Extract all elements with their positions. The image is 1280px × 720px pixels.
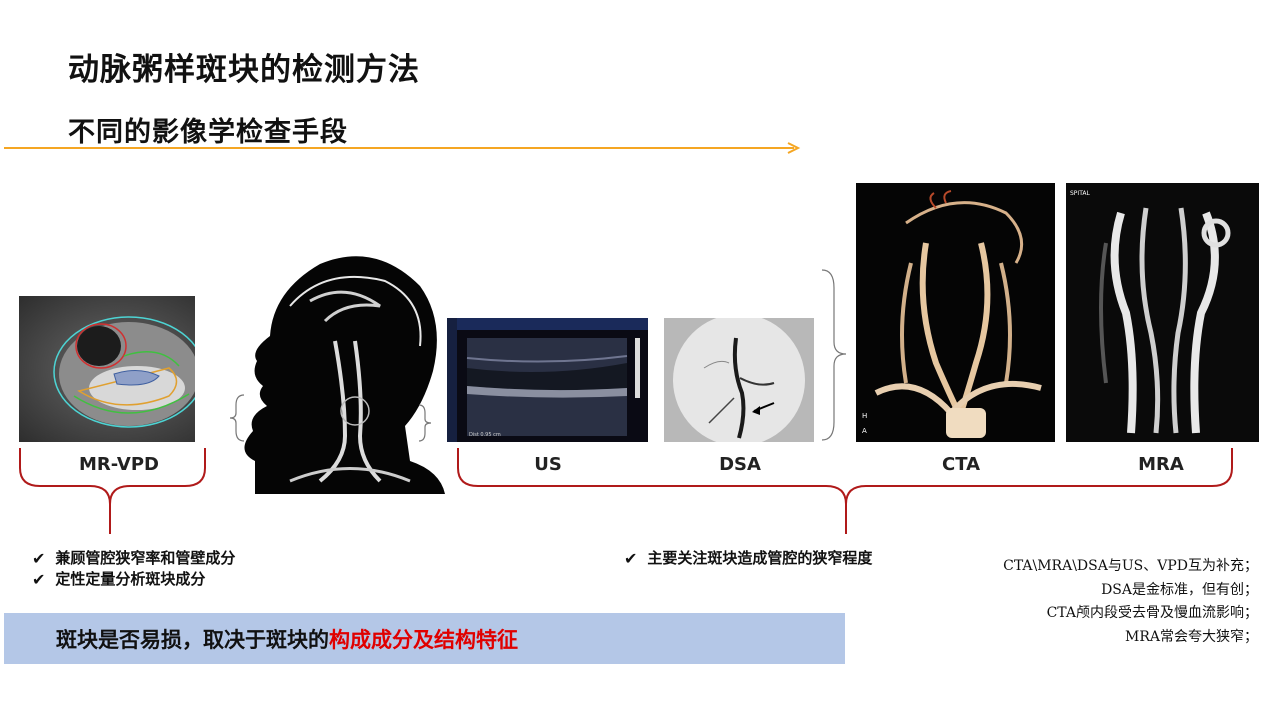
conclusion-banner: 斑块是否易损，取决于斑块的构成成分及结构特征 [4,613,845,664]
mr-vpd-image [19,296,217,442]
check-icon: ✔ [32,570,46,589]
right-bullet: ✔ 主要关注斑块造成管腔的狭窄程度 [624,548,872,569]
page-title: 动脉粥样斑块的检测方法 [68,52,420,88]
svg-text:SPITAL: SPITAL [1070,190,1091,197]
banner-text: 斑块是否易损，取决于斑块的构成成分及结构特征 [56,628,518,652]
dsa-image [664,318,814,442]
banner-highlight: 构成成分及结构特征 [329,628,518,652]
note-line: MRA常会夸大狭窄； [1125,628,1258,645]
note-line: CTA颅内段受去骨及慢血流影响； [1046,605,1258,621]
notes-block: CTA\MRA\DSA与US、VPD互为补充； DSA是金标准，但有创； CTA… [1003,555,1258,649]
mra-image: SPITAL [1066,183,1259,442]
check-icon: ✔ [32,549,46,568]
brace-large [821,269,847,441]
caption-mra: MRA [1138,454,1184,475]
cta-image: H A [856,183,1055,442]
note-line: CTA\MRA\DSA与US、VPD互为补充； [1003,558,1258,574]
head-silhouette-image [195,246,445,494]
svg-text:Dist 0.95 cm: Dist 0.95 cm [469,432,501,438]
caption-mr-vpd: MR-VPD [79,454,159,475]
caption-cta: CTA [941,454,981,475]
check-icon: ✔ [624,549,638,568]
svg-text:A: A [862,427,867,435]
caption-dsa: DSA [719,454,761,475]
brace-left-small [229,394,245,442]
list-item: ✔ 定性定量分析斑块成分 [32,570,206,589]
divider-arrow [4,142,801,154]
left-bullet-list: ✔ 兼顾管腔狭窄率和管壁成分 ✔ 定性定量分析斑块成分 [32,548,235,590]
brace-right-small [418,404,432,442]
caption-us: US [534,454,562,475]
note-line: DSA是金标准，但有创； [1101,581,1258,598]
svg-text:H: H [862,412,867,420]
page-subtitle: 不同的影像学检查手段 [68,117,348,148]
us-image: Dist 0.95 cm [447,318,648,442]
grouping-brackets [19,448,1233,534]
list-item: ✔ 兼顾管腔狭窄率和管壁成分 [32,549,236,568]
list-item: ✔ 主要关注斑块造成管腔的狭窄程度 [624,549,873,568]
